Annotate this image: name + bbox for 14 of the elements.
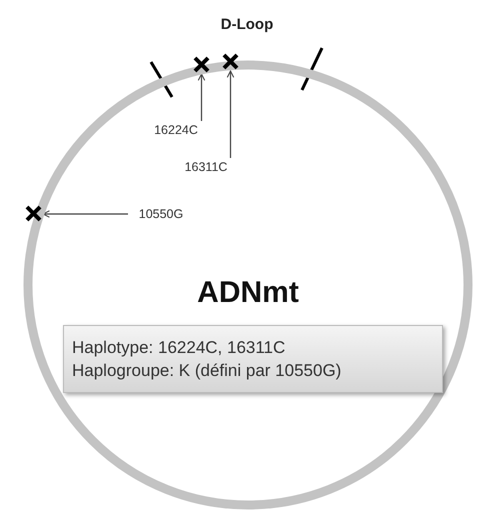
info-box bbox=[63, 325, 443, 393]
mutation-label: 16224C bbox=[146, 121, 206, 139]
mutation-cross-icon bbox=[193, 56, 210, 73]
circle-title: ADNmt bbox=[196, 275, 300, 311]
leader-arrow bbox=[198, 73, 206, 121]
region-label: D-Loop bbox=[220, 15, 274, 35]
mutation-cross-icon bbox=[222, 53, 239, 70]
leader-arrow bbox=[42, 210, 128, 218]
info-text: Haplotype: 16224C, 16311C bbox=[72, 336, 286, 359]
mutation-label: 10550G bbox=[128, 205, 194, 223]
mutation-label: 16311C bbox=[176, 158, 236, 176]
leader-arrow bbox=[226, 70, 234, 158]
info-text: Haplogroupe: K (défini par 10550G) bbox=[72, 360, 342, 382]
mutation-cross-icon bbox=[25, 205, 42, 222]
